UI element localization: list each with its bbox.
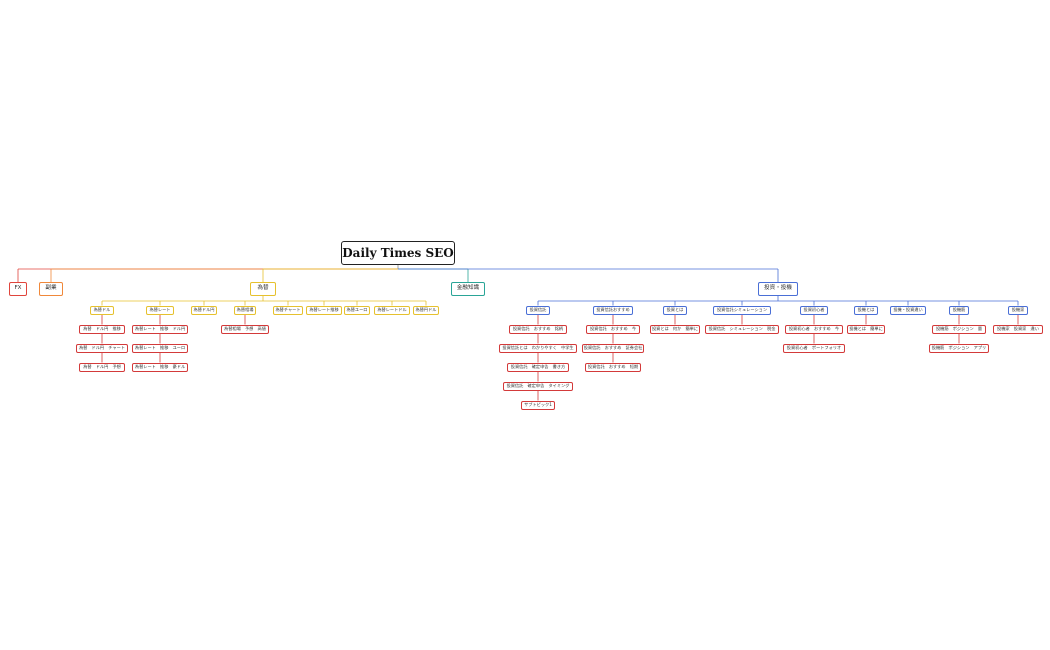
- subtopic-node[interactable]: 為替 ドル円 チャート: [76, 343, 128, 353]
- subtopic-node[interactable]: 投機筋 ポジション アプリ: [929, 343, 989, 353]
- subtopic-node[interactable]: 投資信託 確定申告 書き方: [507, 362, 569, 372]
- topic-node[interactable]: 投機筋: [949, 305, 969, 315]
- subtopic-node[interactable]: 投資信託 おすすめ 銘柄: [509, 324, 567, 334]
- subtopic-node[interactable]: 投機家 投資家 違い: [993, 324, 1043, 334]
- subtopic-node[interactable]: 為替レート 推移 ユーロ: [132, 343, 188, 353]
- subtopic-node[interactable]: 投資信託とは わかりやすく 中学生: [499, 343, 577, 353]
- topic-node[interactable]: 為替チャート: [273, 305, 303, 315]
- topic-node[interactable]: 為替相場: [234, 305, 256, 315]
- topic-node[interactable]: 為替レート: [146, 305, 174, 315]
- subtopic-node[interactable]: 投資信託 おすすめ 証券会社: [582, 343, 644, 353]
- subtopic-node[interactable]: 投資初心者 ポートフォリオ: [783, 343, 845, 353]
- topic-node[interactable]: 投資初心者: [800, 305, 828, 315]
- subtopic-node[interactable]: 投資とは 何か 簡単に: [650, 324, 700, 334]
- subtopic-node[interactable]: 投資信託 シミュレーション 税金: [705, 324, 779, 334]
- topic-node[interactable]: 投機・投資違い: [890, 305, 926, 315]
- topic-node[interactable]: 為替円ドル: [413, 305, 439, 315]
- topic-node[interactable]: 為替ドル: [90, 305, 114, 315]
- topic-node[interactable]: 為替ユーロ: [344, 305, 370, 315]
- topic-node[interactable]: 投資信託: [526, 305, 550, 315]
- subtopic-node[interactable]: 投機とは 簡単に: [847, 324, 885, 334]
- topic-node[interactable]: 投資信託おすすめ: [593, 305, 633, 315]
- subtopic-node[interactable]: サブトピック1: [521, 400, 555, 410]
- topic-node[interactable]: 投機とは: [854, 305, 878, 315]
- root-node[interactable]: Daily Times SEO: [341, 241, 455, 265]
- subtopic-node[interactable]: 為替 ドル円 予想: [79, 362, 125, 372]
- branch-node[interactable]: 為替: [250, 282, 276, 296]
- topic-node[interactable]: 投資信託シミュレーション: [713, 305, 771, 315]
- subtopic-node[interactable]: 投資信託 確定申告 タイミング: [503, 381, 573, 391]
- branch-node[interactable]: FX: [9, 282, 27, 296]
- topic-node[interactable]: 投機家: [1008, 305, 1028, 315]
- subtopic-node[interactable]: 投機筋 ポジション 量: [932, 324, 986, 334]
- subtopic-node[interactable]: 為替相場 予想 高値: [221, 324, 269, 334]
- subtopic-node[interactable]: 投資信託 おすすめ 今: [586, 324, 640, 334]
- subtopic-node[interactable]: 為替レート 推移 ドル円: [132, 324, 188, 334]
- topic-node[interactable]: 為替レートドル: [374, 305, 410, 315]
- subtopic-node[interactable]: 為替 ドル円 推移: [79, 324, 125, 334]
- subtopic-node[interactable]: 投資信託 おすすめ 短期: [585, 362, 641, 372]
- topic-node[interactable]: 投資とは: [663, 305, 687, 315]
- subtopic-node[interactable]: 投資初心者 おすすめ 今: [785, 324, 843, 334]
- branch-node[interactable]: 金融知識: [451, 282, 485, 296]
- branch-node[interactable]: 投資・投機: [758, 282, 798, 296]
- topic-node[interactable]: 為替ドル円: [191, 305, 217, 315]
- branch-node[interactable]: 副業: [39, 282, 63, 296]
- subtopic-node[interactable]: 為替レート 推移 豪ドル: [132, 362, 188, 372]
- topic-node[interactable]: 為替レート推移: [306, 305, 342, 315]
